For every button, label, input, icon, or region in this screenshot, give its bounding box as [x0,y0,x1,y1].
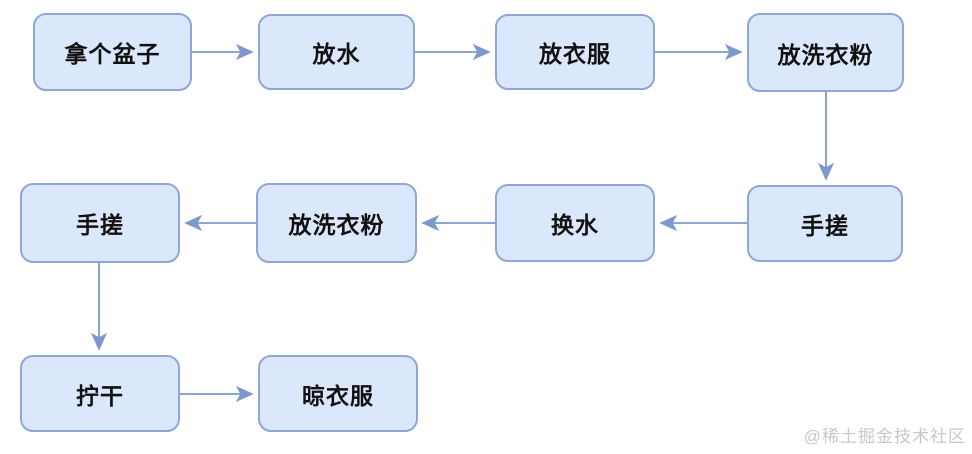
flow-node-label: 手搓 [801,212,849,239]
flow-node-label: 晾衣服 [302,382,374,409]
flow-node-change-water: 换水 [495,184,655,262]
flow-node-label: 放衣服 [539,41,611,67]
flow-node-label: 放水 [312,41,361,67]
flow-node-label: 手搓 [76,212,124,238]
flow-node-add-clothes: 放衣服 [495,14,655,90]
flow-node-label: 拿个盆子 [64,41,161,67]
flow-node-label: 换水 [551,212,599,238]
flow-node-add-detergent-2: 放洗衣粉 [256,183,417,263]
flow-node-add-water: 放水 [258,14,415,90]
flow-node-label: 放洗衣粉 [777,41,874,68]
flow-node-hang-clothes: 晾衣服 [258,355,418,432]
flow-node-add-detergent-1: 放洗衣粉 [747,13,904,92]
watermark-text: @稀土掘金技术社区 [803,427,966,446]
flow-node-label: 放洗衣粉 [288,212,385,238]
flow-node-label: 拧干 [76,382,124,409]
flow-node-hand-scrub-2: 手搓 [20,183,180,263]
flow-node-get-basin: 拿个盆子 [33,13,192,91]
flow-node-hand-scrub-1: 手搓 [747,185,903,262]
flow-node-wring-dry: 拧干 [20,355,180,432]
